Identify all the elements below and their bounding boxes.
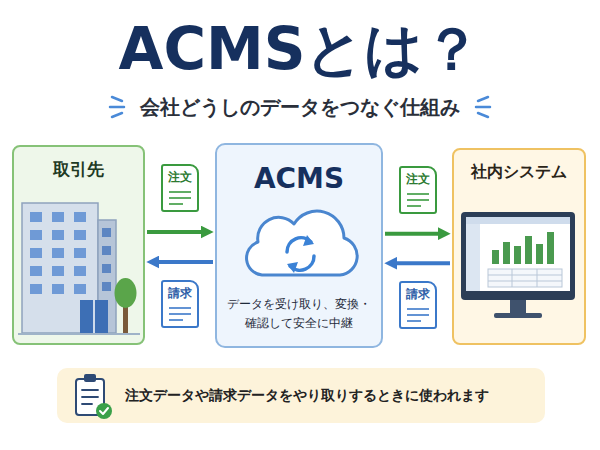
document-line [407, 205, 421, 207]
summary-banner: 注文データや請求データをやり取りするときに使われます [57, 368, 545, 423]
panel-heading: ACMS [254, 161, 344, 196]
building-window [30, 266, 42, 276]
building-window [52, 266, 64, 276]
document-line [407, 308, 429, 310]
document-line [407, 320, 421, 322]
summary-text: 注文データや請求データをやり取りするときに使われます [125, 387, 489, 405]
building-window [102, 246, 111, 255]
clipboard-icon [76, 374, 112, 419]
building-window [74, 284, 86, 294]
document-icon: 注文 [399, 166, 437, 214]
building-window [102, 264, 111, 273]
building-window [30, 230, 42, 240]
document-line [169, 191, 191, 193]
edge-label: 請求 [163, 285, 197, 302]
building-window [52, 284, 64, 294]
building-window [52, 212, 64, 222]
document-line [169, 313, 191, 315]
title: ACMSとは？ [0, 16, 600, 83]
document-line [169, 307, 191, 309]
monitor-illustration [461, 212, 575, 318]
subtitle: 会社どうしのデータをつなぐ仕組み [130, 94, 470, 121]
edge-label: 注文 [401, 171, 435, 188]
building-window [74, 230, 86, 240]
document-icon: 請求 [161, 280, 199, 328]
cloud-illustration [247, 211, 358, 275]
tree-illustration [115, 278, 137, 333]
building-window [52, 248, 64, 258]
partner-panel: 取引先 [12, 145, 145, 345]
flow-arrow [147, 230, 205, 234]
system-panel: 社内システム [452, 148, 586, 345]
panel-heading: 社内システム [471, 162, 567, 182]
document-line [169, 197, 191, 199]
building-window [74, 248, 86, 258]
edge-label: 注文 [163, 169, 197, 186]
document-line [169, 203, 183, 205]
building-window [74, 266, 86, 276]
building-window [74, 212, 86, 222]
document-icon: 請求 [399, 281, 437, 329]
panel-heading: 取引先 [53, 159, 104, 180]
document-line [169, 319, 183, 321]
building-window [30, 248, 42, 258]
building-window [30, 284, 42, 294]
building-window [102, 282, 111, 291]
edge-label: 請求 [401, 286, 435, 303]
flow-arrow [155, 260, 213, 264]
document-line [407, 199, 429, 201]
document-line [407, 193, 429, 195]
building-illustration [18, 203, 140, 334]
panel-description: データを受け取り、変換・確認して安全に中継 [225, 295, 373, 334]
building-window [30, 212, 42, 222]
building-window [102, 228, 111, 237]
building-window [52, 230, 64, 240]
acms-panel: ACMS データを受け取り、変換・確認して安全に中継 [215, 143, 383, 348]
document-line [407, 314, 429, 316]
flow-arrow [393, 261, 450, 265]
flow-arrow [385, 232, 442, 236]
document-icon: 注文 [161, 164, 199, 212]
